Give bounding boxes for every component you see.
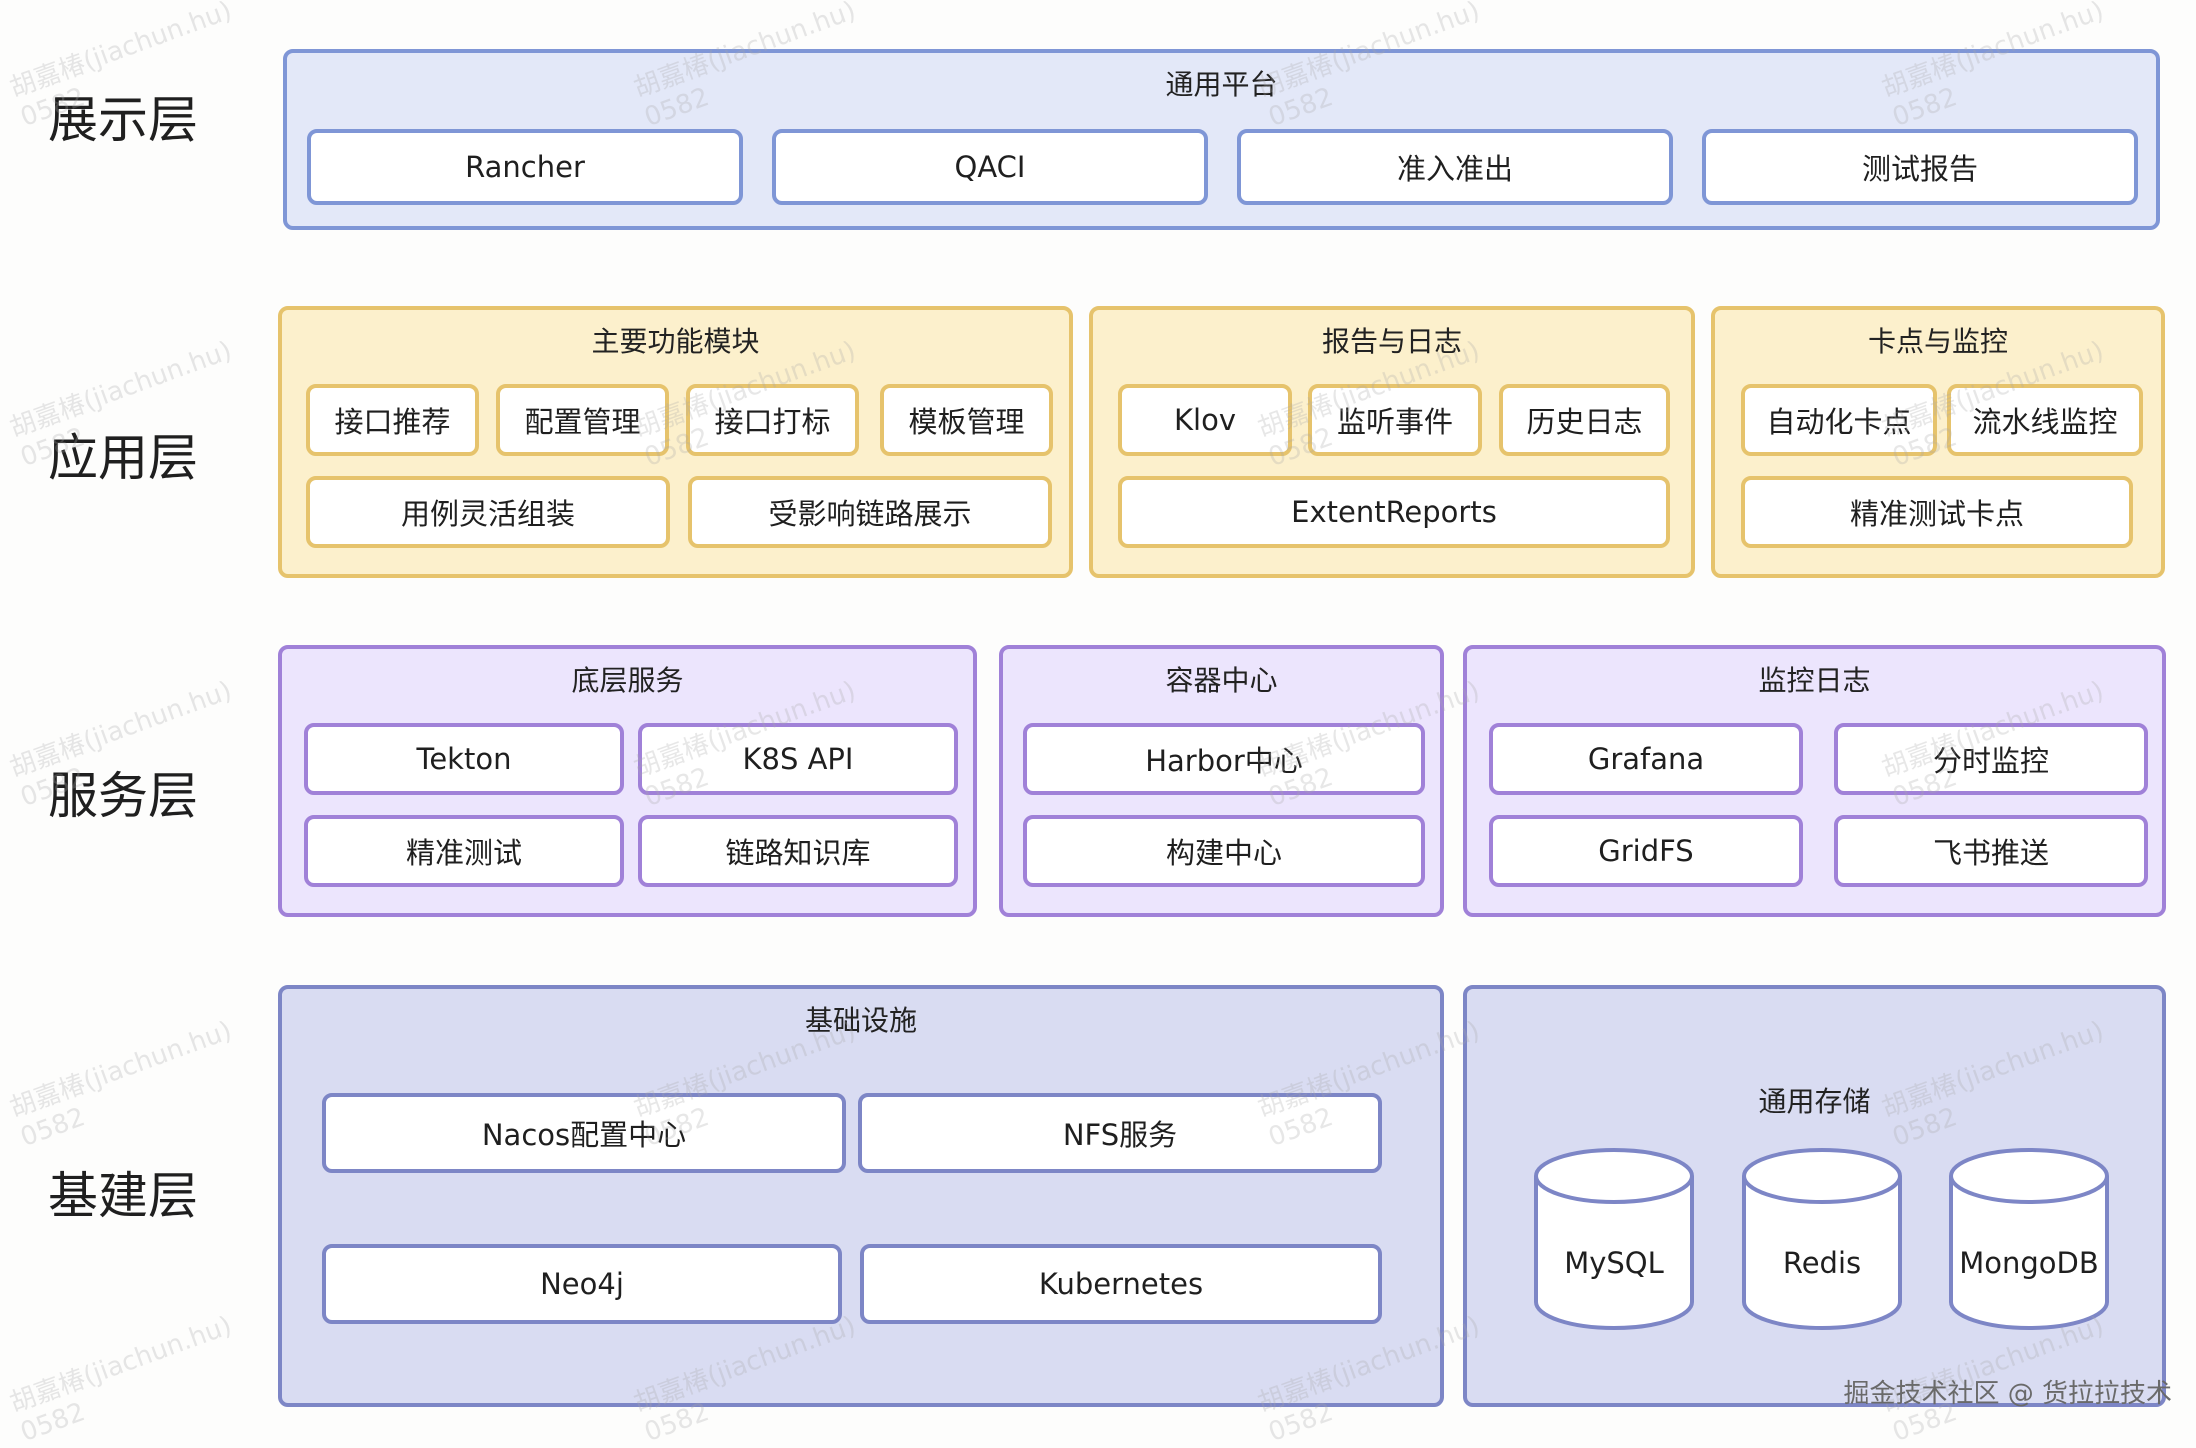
database-mongodb: MongoDB [1947,1146,2111,1332]
watermark: 胡嘉椿(jiachun.hu)0582 [6,1310,236,1448]
database-cylinder-icon [1742,1148,1902,1330]
group-title: 卡点与监控 [1867,325,2008,358]
item-template-management: 模板管理 [880,384,1053,456]
item-grafana: Grafana [1489,723,1803,795]
item-rancher: Rancher [307,129,743,205]
item-config-management: 配置管理 [496,384,669,456]
item-time-sharing-monitor: 分时监控 [1834,723,2148,795]
source-credit: 掘金技术社区 @ 货拉拉技术 [1843,1379,2172,1409]
item-feishu-push: 飞书推送 [1834,815,2148,887]
item-api-tagging: 接口打标 [686,384,859,456]
item-tekton: Tekton [304,723,624,795]
database-redis: Redis [1740,1146,1904,1332]
group-title: 主要功能模块 [591,325,760,358]
storage-group: 通用存储 MySQL Redis MongoDB [1463,985,2166,1407]
database-label: MySQL [1564,1246,1664,1280]
item-kubernetes: Kubernetes [860,1244,1382,1324]
group-title: 报告与日志 [1321,325,1462,358]
group-title: 通用存储 [1758,1085,1871,1118]
item-auto-gate: 自动化卡点 [1741,384,1937,456]
item-qaci: QACI [772,129,1208,205]
database-cylinder-icon [1949,1148,2109,1330]
gate-monitor-group: 卡点与监控 自动化卡点 流水线监控 精准测试卡点 [1711,306,2165,578]
item-api-recommend: 接口推荐 [306,384,479,456]
database-mysql: MySQL [1532,1146,1696,1332]
item-precise-test-gate: 精准测试卡点 [1741,476,2133,548]
item-nacos-config-center: Nacos配置中心 [322,1093,846,1173]
group-title: 容器中心 [1165,664,1278,697]
item-neo4j: Neo4j [322,1244,842,1324]
group-title: 监控日志 [1758,664,1871,697]
item-admission: 准入准出 [1237,129,1673,205]
group-title: 底层服务 [571,664,684,697]
item-precise-test: 精准测试 [304,815,624,887]
database-label: MongoDB [1959,1246,2099,1280]
database-cylinder-icon [1534,1148,1694,1330]
container-center-group: 容器中心 Harbor中心 构建中心 [999,645,1444,917]
presentation-platform-group: 通用平台 Rancher QACI 准入准出 测试报告 [283,49,2160,230]
item-affected-chain-display: 受影响链路展示 [688,476,1052,548]
database-label: Redis [1782,1246,1862,1280]
item-test-report: 测试报告 [1702,129,2138,205]
group-title: 通用平台 [1165,68,1278,101]
layer-label-application: 应用层 [48,429,198,487]
report-log-group: 报告与日志 Klov 监听事件 历史日志 ExtentReports [1089,306,1695,578]
item-harbor-center: Harbor中心 [1023,723,1425,795]
facilities-group: 基础设施 Nacos配置中心 NFS服务 Neo4j Kubernetes [278,985,1444,1407]
group-title: 基础设施 [804,1004,917,1037]
item-case-assembly: 用例灵活组装 [306,476,670,548]
item-event-listener: 监听事件 [1308,384,1482,456]
layer-label-presentation: 展示层 [48,91,198,149]
monitor-log-group: 监控日志 Grafana 分时监控 GridFS 飞书推送 [1463,645,2166,917]
item-nfs-service: NFS服务 [858,1093,1382,1173]
base-service-group: 底层服务 Tekton K8S API 精准测试 链路知识库 [278,645,977,917]
watermark: 胡嘉椿(jiachun.hu)0582 [6,1015,236,1153]
main-modules-group: 主要功能模块 接口推荐 配置管理 接口打标 模板管理 用例灵活组装 受影响链路展… [278,306,1073,578]
layer-label-infrastructure: 基建层 [48,1167,198,1225]
layer-label-service: 服务层 [48,767,198,825]
item-history-log: 历史日志 [1499,384,1670,456]
item-gridfs: GridFS [1489,815,1803,887]
item-klov: Klov [1118,384,1292,456]
item-build-center: 构建中心 [1023,815,1425,887]
item-k8s-api: K8S API [638,723,958,795]
item-chain-knowledge-base: 链路知识库 [638,815,958,887]
item-extent-reports: ExtentReports [1118,476,1670,548]
item-pipeline-monitor: 流水线监控 [1947,384,2143,456]
